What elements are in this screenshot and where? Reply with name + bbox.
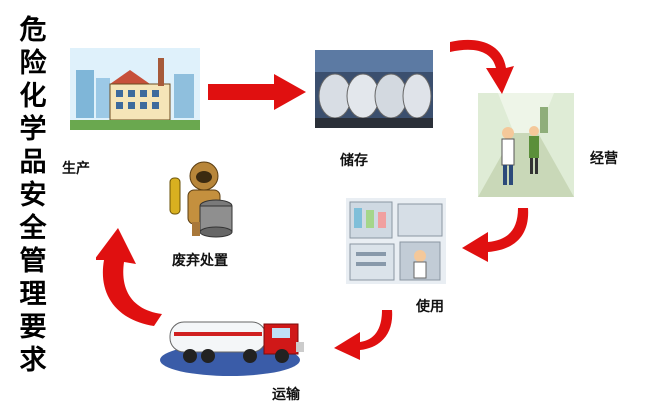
title-char: 求	[19, 345, 47, 376]
stage-label-usage: 使用	[416, 299, 444, 315]
title-char: 理	[19, 279, 47, 310]
stage-label-disposal: 废弃处置	[172, 253, 228, 269]
storage-tanks-image	[315, 50, 433, 128]
arrow-transport-to-disposal	[96, 214, 166, 330]
title-char: 全	[19, 213, 47, 244]
arrow-operation-to-usage	[458, 208, 530, 270]
laboratory-image	[346, 198, 446, 284]
title-char: 危	[19, 15, 47, 46]
arrow-storage-to-operation	[446, 38, 516, 98]
hazmat-worker-image	[164, 160, 244, 238]
title-char: 化	[19, 81, 47, 112]
title-char: 品	[19, 147, 47, 178]
title-char: 管	[19, 246, 47, 277]
factory-image	[70, 48, 200, 130]
arrow-usage-to-transport	[332, 310, 396, 368]
tanker-truck-image	[160, 298, 310, 380]
title-char: 安	[19, 180, 47, 211]
stage-label-storage: 储存	[340, 153, 368, 169]
diagram-title: 危险化学品安全管理要求	[18, 14, 48, 377]
title-char: 要	[19, 312, 47, 343]
title-char: 学	[19, 114, 47, 145]
stage-label-operation: 经营	[590, 151, 618, 167]
stage-label-production: 生产	[62, 161, 90, 177]
operation-scene-image	[478, 93, 574, 197]
stage-label-transport: 运输	[272, 387, 300, 403]
arrow-production-to-storage	[208, 74, 306, 110]
title-char: 险	[19, 48, 47, 79]
